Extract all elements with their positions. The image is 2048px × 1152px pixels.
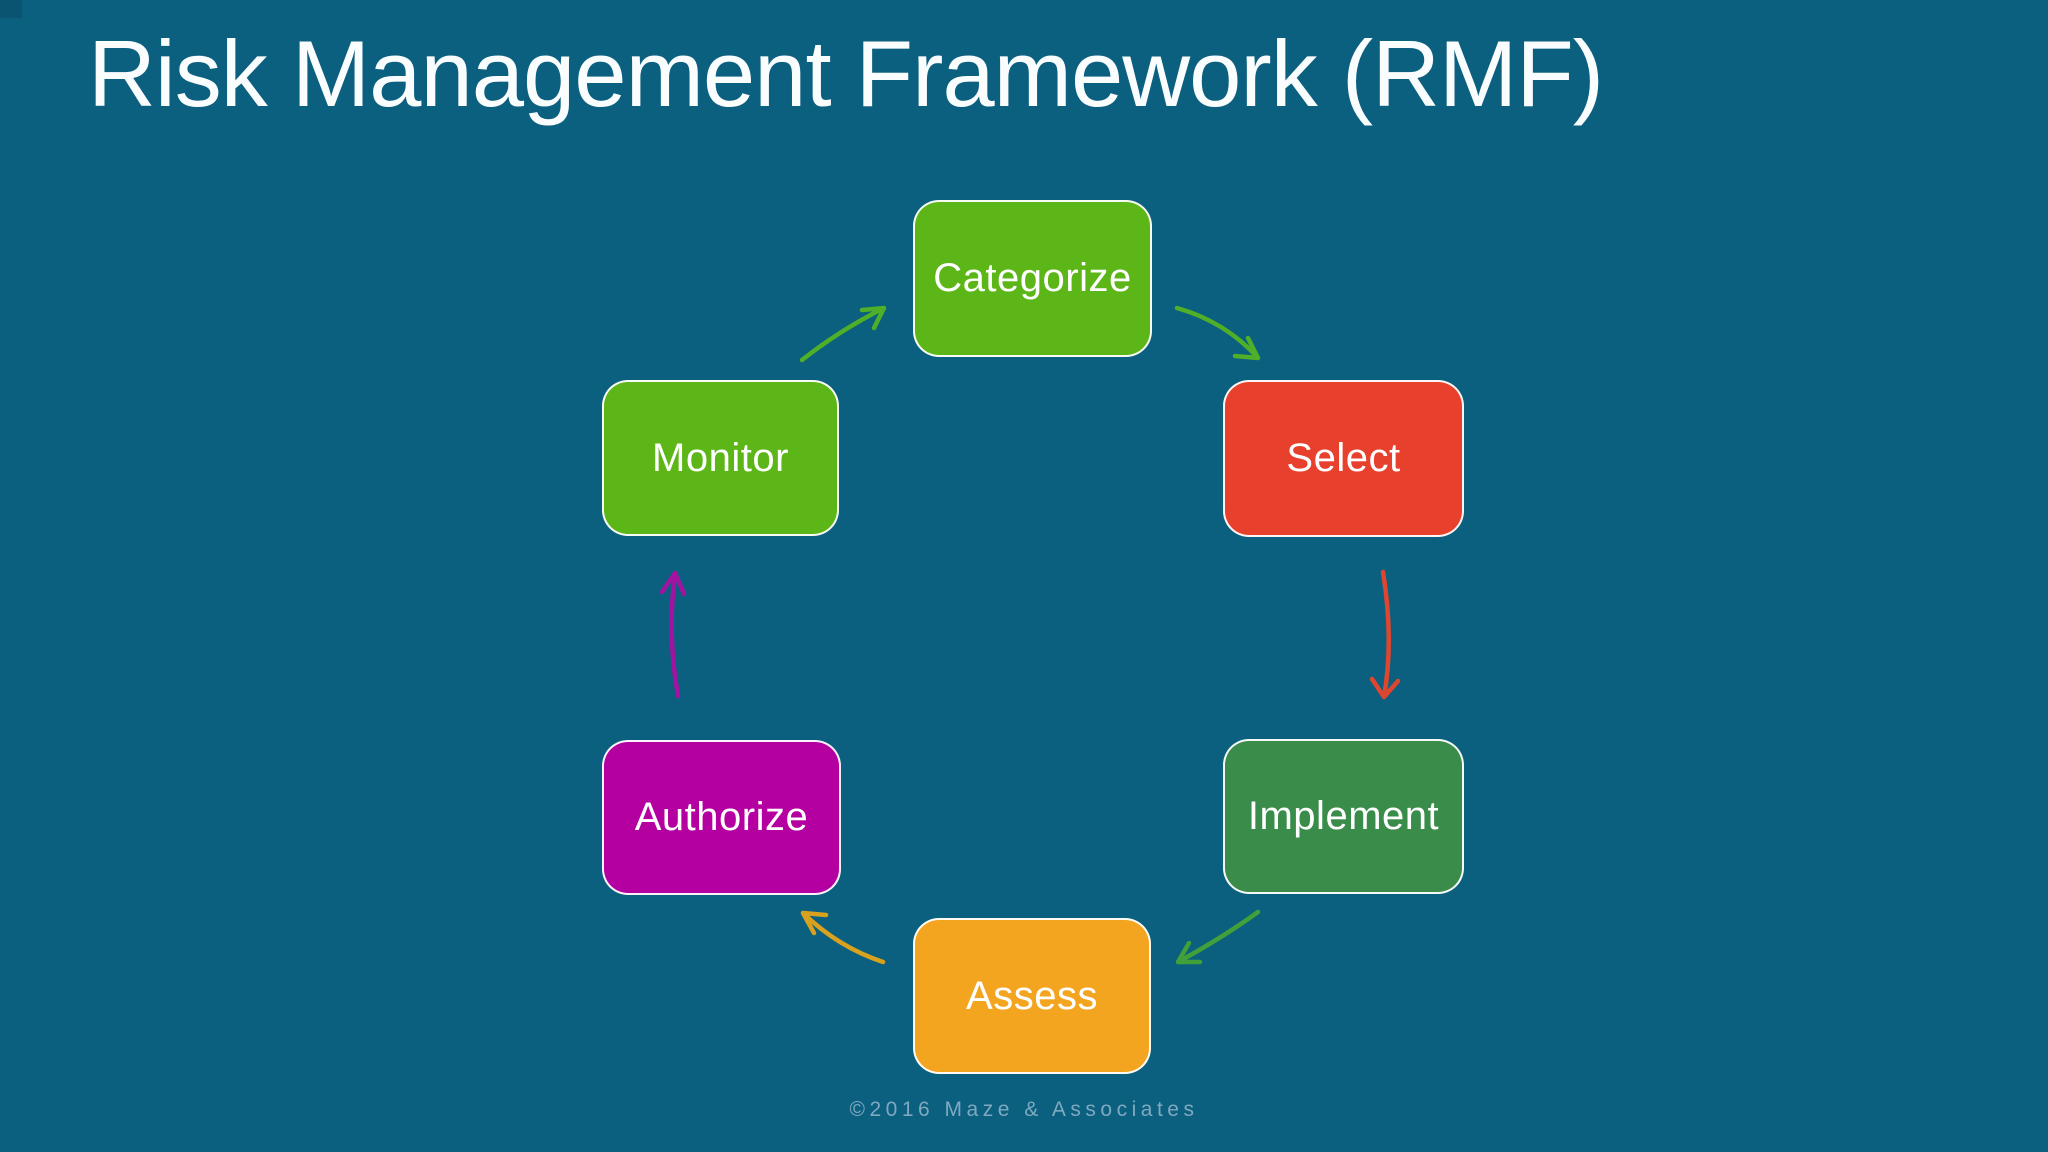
arrow-categorize-to-select (1174, 305, 1261, 361)
step-assess: Assess (913, 918, 1151, 1074)
arrow-select-to-implement (1369, 569, 1401, 700)
step-select: Select (1223, 380, 1464, 537)
page-title: Risk Management Framework (RMF) (88, 21, 1604, 126)
step-categorize: Categorize (913, 200, 1152, 357)
copyright-text: ©2016 Maze & Associates (849, 1098, 1199, 1121)
step-select-label: Select (1286, 436, 1401, 480)
step-authorize-label: Authorize (634, 795, 809, 839)
step-authorize: Authorize (602, 740, 841, 895)
arrow-authorize-to-monitor (659, 570, 687, 699)
arrow-implement-to-assess (1175, 909, 1261, 965)
step-assess-label: Assess (966, 973, 1098, 1018)
step-categorize-label: Categorize (933, 256, 1132, 300)
corner-patch (0, 0, 22, 18)
step-monitor: Monitor (602, 380, 839, 536)
step-monitor-label: Monitor (652, 435, 789, 480)
arrow-assess-to-authorize (800, 910, 886, 965)
step-implement: Implement (1223, 739, 1464, 894)
arrow-monitor-to-categorize (799, 305, 887, 363)
step-implement-label: Implement (1247, 794, 1440, 838)
